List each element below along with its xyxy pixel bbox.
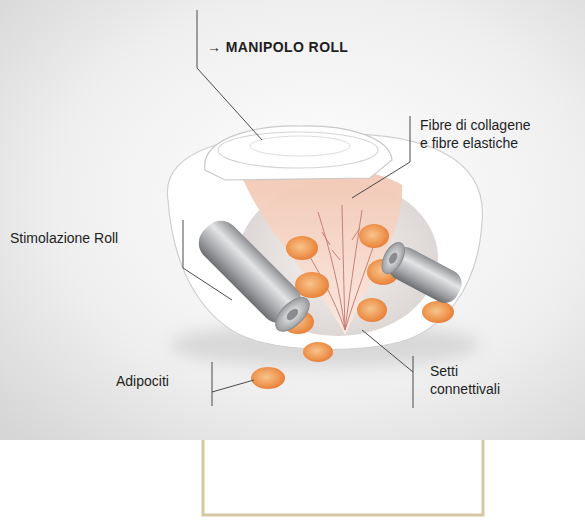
part-label: Setti connettivali: [430, 362, 530, 398]
left-roller: [191, 213, 315, 337]
handle-top: [205, 126, 392, 180]
device-label: → MANIPOLO ROLL: [207, 38, 348, 56]
leader-lines: [183, 10, 413, 408]
right-roller: [377, 239, 466, 308]
bracket: [203, 440, 483, 515]
part-label: Stimolazione Roll: [10, 229, 118, 247]
part-label: Adipociti: [116, 372, 169, 390]
part-label: Fibre di collagene e fibre elastiche: [420, 116, 538, 152]
background-panel: [0, 0, 585, 440]
